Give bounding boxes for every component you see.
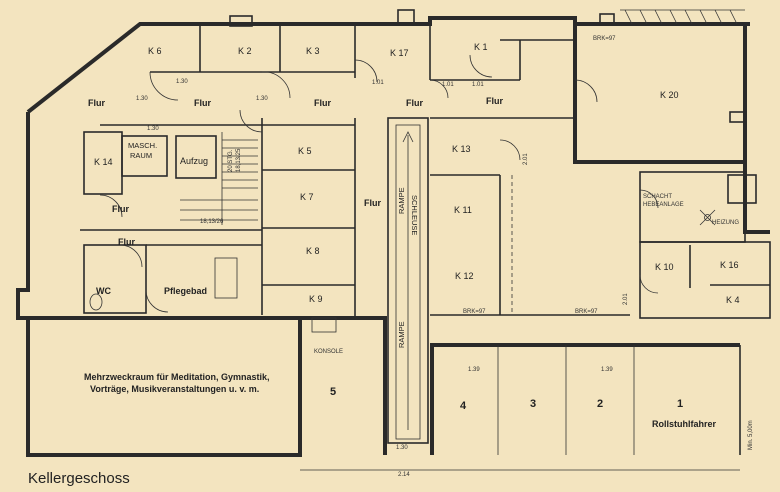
label-konsole: KONSOLE <box>314 349 343 355</box>
dimension-label: 1.30 <box>396 445 408 451</box>
dimension-label: 2.01 <box>523 153 529 165</box>
room-maschinenraum-line1: MASCH. <box>128 141 157 150</box>
internal-walls <box>28 24 771 471</box>
room-schacht-line2: HEBEANLAGE <box>643 202 684 208</box>
dimension-label: 1.01 <box>472 82 484 88</box>
room-flur: Flur <box>112 204 129 214</box>
room-k11: K 11 <box>454 205 472 215</box>
min-width-label: Min. 5,00m <box>748 420 754 450</box>
room-k2: K 2 <box>238 46 252 56</box>
toilet-icon <box>89 293 103 311</box>
chimney-box <box>729 111 747 123</box>
heating-symbol <box>699 209 716 226</box>
plan-title: Kellergeschoss <box>28 470 130 487</box>
dimension-label: 2.01 <box>623 293 629 305</box>
stair-label: 18,13/26 <box>200 219 224 225</box>
room-k7: K 7 <box>300 192 314 202</box>
parking-space-number: 3 <box>530 398 536 410</box>
room-k14: K 14 <box>94 157 113 167</box>
label-schleuse: SCHLEUSE <box>410 195 419 235</box>
parking-space-number: 4 <box>460 400 467 412</box>
dimension-label: 1.30 <box>256 96 268 102</box>
room-heizung: HEIZUNG <box>712 220 739 226</box>
dimension-label: 1.01 <box>442 82 454 88</box>
room-flur: Flur <box>364 198 381 208</box>
room-flur: Flur <box>406 98 423 108</box>
label-rampe: RAMPE <box>397 187 406 214</box>
room-pflegebad: Pflegebad <box>164 286 207 296</box>
room-aufzug: Aufzug <box>180 156 208 166</box>
room-k5: K 5 <box>298 146 312 156</box>
label-rampe: RAMPE <box>397 321 406 348</box>
room-schacht-line1: SCHACHT <box>643 194 672 200</box>
room-k4: K 4 <box>726 295 740 305</box>
parking-space-number: 2 <box>597 398 603 410</box>
parking-space-number: 5 <box>330 386 336 398</box>
room-flur: Flur <box>118 237 135 247</box>
dimension-label: 2.14 <box>398 472 410 478</box>
dimension-label: 1.39 <box>601 367 613 373</box>
room-maschinenraum-line2: RAUM <box>130 151 152 160</box>
hatched-ground-strip <box>620 9 745 25</box>
stair-label: 18,13/25 <box>236 148 242 172</box>
chimney-box <box>599 13 615 25</box>
room-k8: K 8 <box>306 246 320 256</box>
staircase <box>180 132 258 225</box>
room-k9: K 9 <box>309 294 323 304</box>
brk-label: BRK=97 <box>575 309 598 315</box>
room-k16: K 16 <box>720 260 739 270</box>
chimney-box <box>229 15 253 27</box>
dimension-label: 1.39 <box>468 367 480 373</box>
stair-label: 20 STG. <box>228 149 234 172</box>
room-k17: K 17 <box>390 48 409 58</box>
room-k1: K 1 <box>474 42 488 52</box>
dimension-label: 1.30 <box>147 126 159 132</box>
room-k13: K 13 <box>452 144 471 154</box>
room-k20: K 20 <box>660 90 679 100</box>
room-mehrzweckraum-line1: Mehrzweckraum für Meditation, Gymnastik, <box>84 372 270 382</box>
room-k10: K 10 <box>655 262 674 272</box>
ramp-arrow <box>402 131 414 430</box>
outer-walls <box>16 16 770 457</box>
room-k6: K 6 <box>148 46 162 56</box>
room-k12: K 12 <box>455 271 474 281</box>
label-rollstuhlfahrer: Rollstuhlfahrer <box>652 419 717 429</box>
room-k3: K 3 <box>306 46 320 56</box>
parking-space-number: 1 <box>677 398 683 410</box>
room-flur: Flur <box>88 98 105 108</box>
room-mehrzweckraum-line2: Vorträge, Musikveranstaltungen u. v. m. <box>90 384 259 394</box>
dimension-label: 1.30 <box>176 79 188 85</box>
room-flur: Flur <box>486 96 503 106</box>
room-flur: Flur <box>194 98 211 108</box>
brk-label: BRK=97 <box>593 36 616 42</box>
brk-label: BRK=97 <box>463 309 486 315</box>
dimension-label: 1.01 <box>372 80 384 86</box>
chimney-box <box>397 9 415 25</box>
room-wc: WC <box>96 286 111 296</box>
dimension-label: 1.30 <box>136 96 148 102</box>
door-swings <box>99 54 659 313</box>
room-flur: Flur <box>314 98 331 108</box>
konsole-box <box>311 317 337 333</box>
